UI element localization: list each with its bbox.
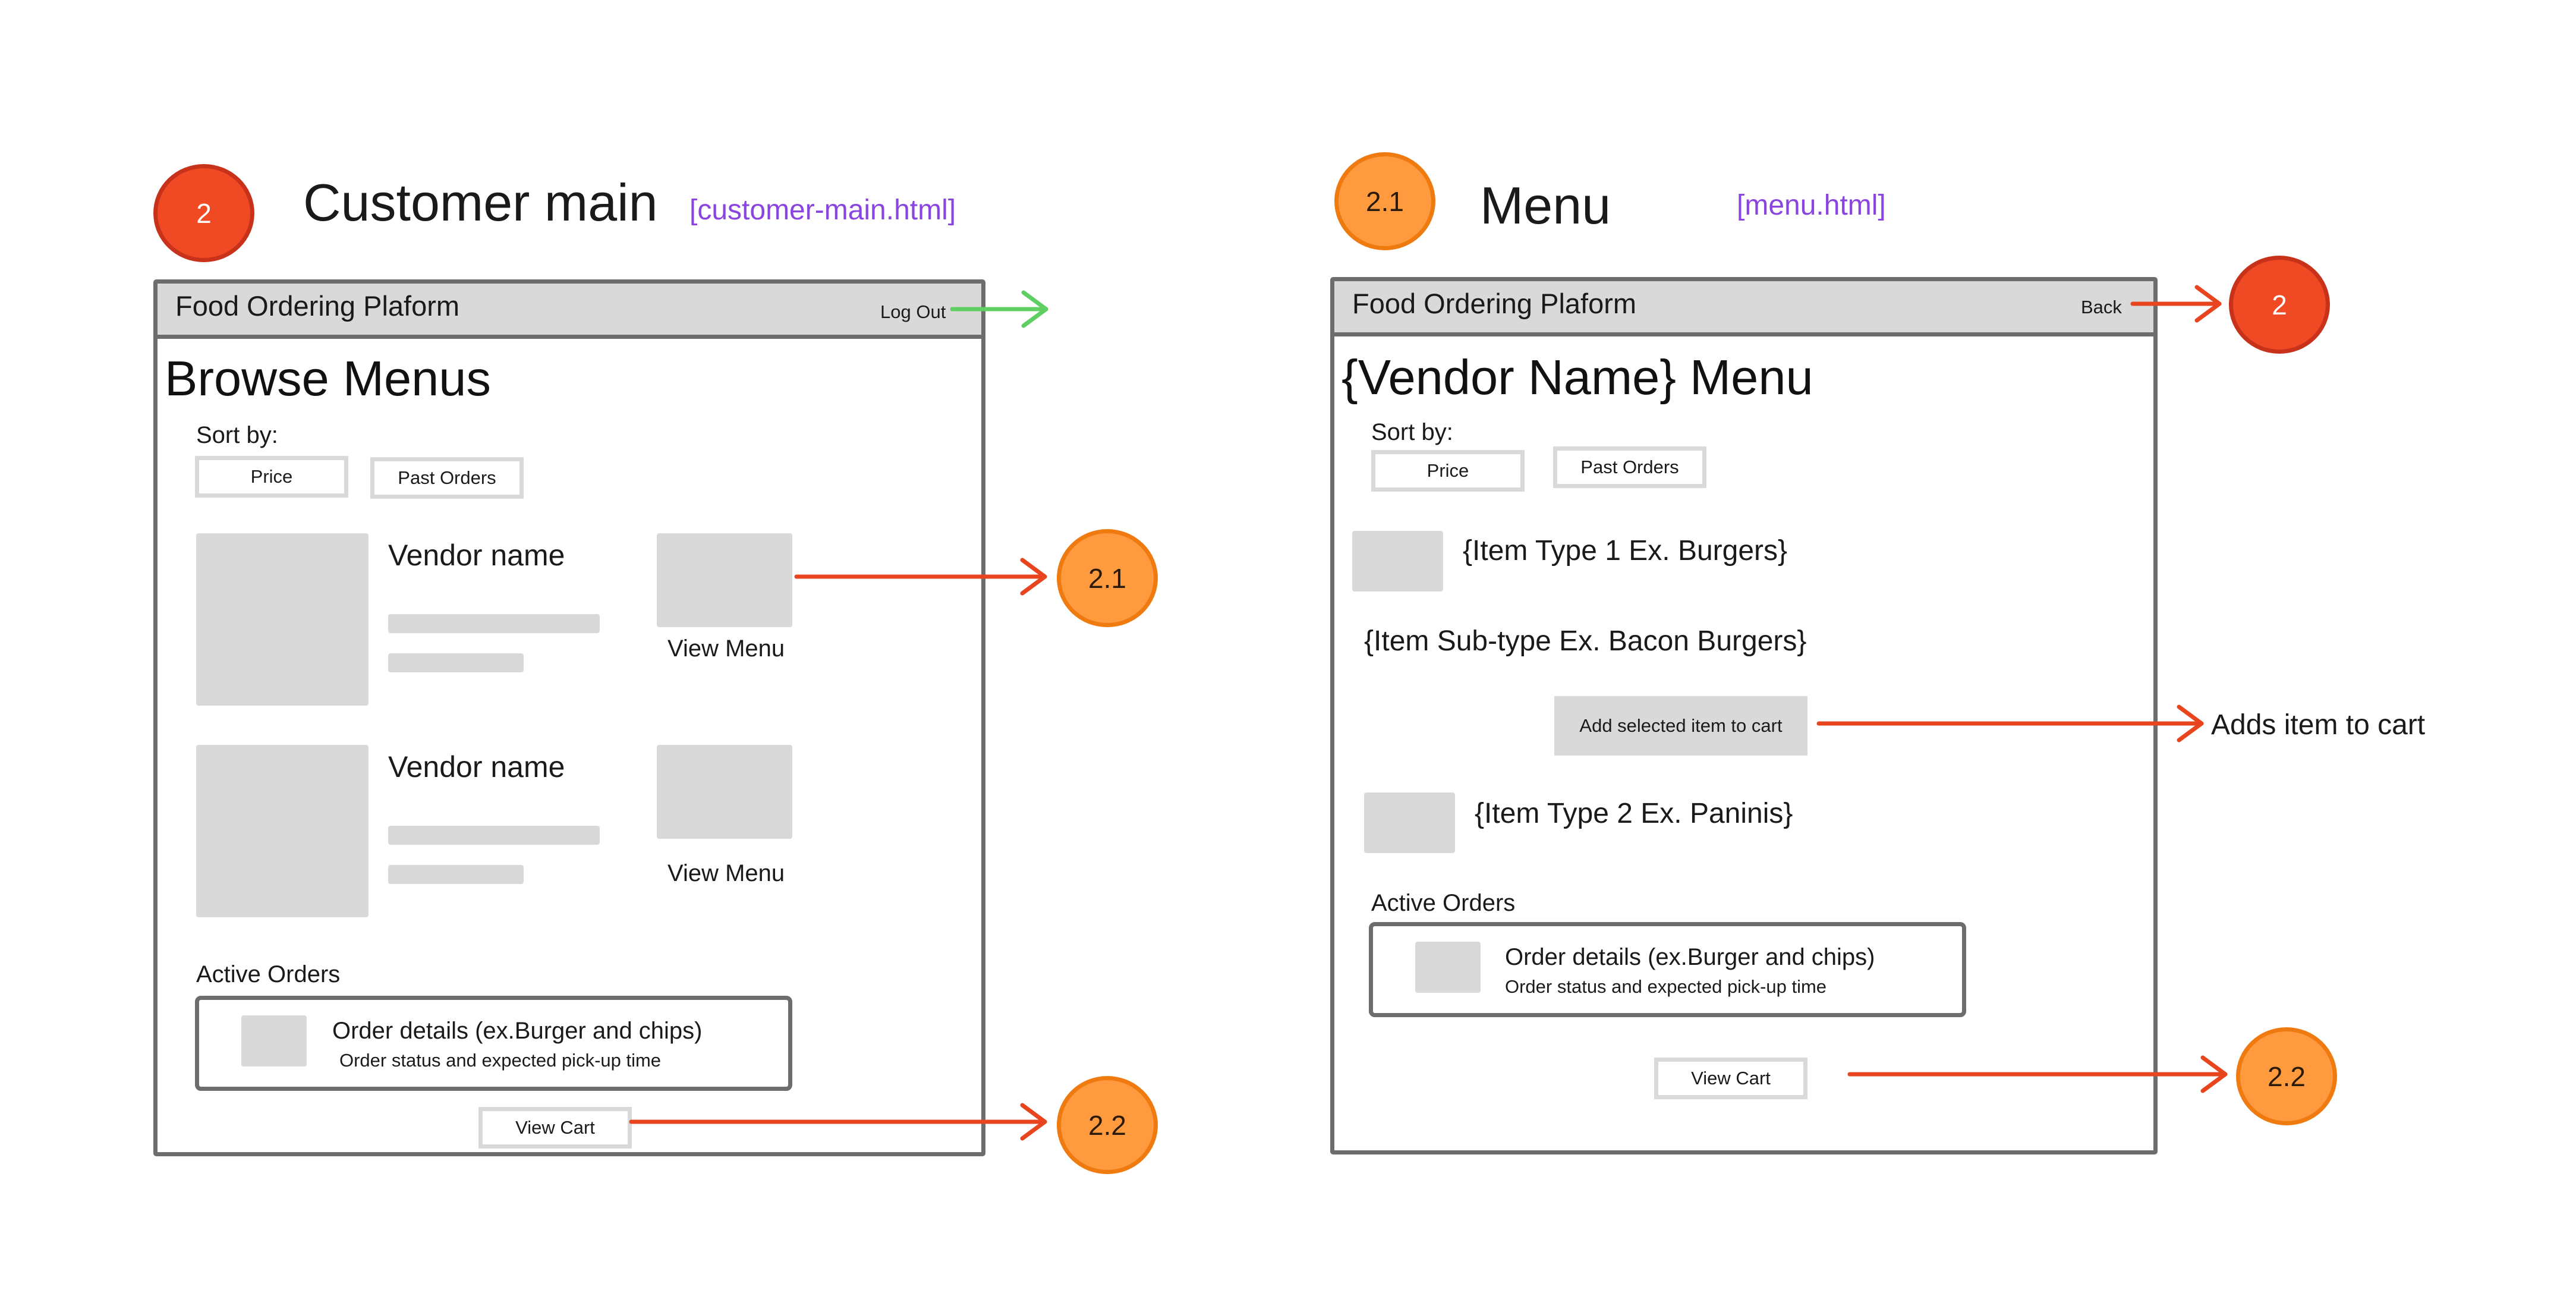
view-cart-arrow	[629, 1103, 1047, 1141]
back-target-marker-2: 2	[2229, 256, 2330, 354]
item-type-image-placeholder	[1364, 792, 1455, 853]
view-menu-link[interactable]: View Menu	[667, 860, 785, 886]
file-tag-customer-main: [customer-main.html]	[689, 194, 956, 226]
vendor-menu-heading: {Vendor Name} Menu	[1341, 350, 1813, 405]
adds-item-note: Adds item to cart	[2211, 709, 2426, 741]
vendor-text-placeholder	[388, 614, 600, 633]
screen-title-menu: Menu	[1480, 176, 1611, 235]
customer-main-topbar: Food Ordering Plaform Log Out	[158, 284, 981, 339]
customer-main-frame: Food Ordering Plaform Log Out Browse Men…	[153, 279, 985, 1156]
vendor-text-placeholder	[388, 865, 524, 884]
vendor-text-placeholder	[388, 826, 600, 845]
view-menu-link[interactable]: View Menu	[667, 636, 785, 662]
logout-arrow	[950, 290, 1048, 328]
browse-menus-heading: Browse Menus	[165, 351, 491, 406]
back-arrow	[2130, 285, 2222, 323]
view-menu-image-placeholder[interactable]	[657, 745, 792, 839]
sort-past-orders-button[interactable]: Past Orders	[1553, 446, 1706, 488]
active-orders-label: Active Orders	[196, 961, 341, 987]
vendor-image-placeholder	[196, 745, 369, 917]
view-cart-button[interactable]: View Cart	[478, 1107, 632, 1149]
sort-label: Sort by:	[1371, 419, 1453, 445]
menu-topbar: Food Ordering Plaform Back	[1334, 281, 2153, 336]
sort-price-button[interactable]: Price	[195, 456, 348, 498]
menu-view-cart-arrow	[1847, 1055, 2228, 1093]
link-marker-2-2: 2.2	[2236, 1027, 2337, 1125]
item-type-2-label: {Item Type 2 Ex. Paninis}	[1475, 798, 1793, 829]
order-details-title: Order details (ex.Burger and chips)	[1505, 944, 1875, 970]
order-status-text: Order status and expected pick-up time	[1505, 976, 1827, 997]
link-marker-2-2: 2.2	[1057, 1076, 1158, 1174]
brand-title: Food Ordering Plaform	[1352, 288, 1637, 319]
add-to-cart-arrow	[1816, 704, 2204, 743]
vendor-name: Vendor name	[388, 750, 565, 784]
active-orders-label: Active Orders	[1371, 890, 1516, 916]
order-details-title: Order details (ex.Burger and chips)	[332, 1018, 703, 1044]
active-order-card[interactable]: Order details (ex.Burger and chips) Orde…	[195, 996, 792, 1091]
item-type-1-label: {Item Type 1 Ex. Burgers}	[1463, 535, 1788, 567]
active-order-card[interactable]: Order details (ex.Burger and chips) Orde…	[1369, 922, 1966, 1017]
logout-link[interactable]: Log Out	[880, 301, 946, 322]
add-to-cart-button[interactable]: Add selected item to cart	[1554, 696, 1807, 756]
screen-marker-2-1: 2.1	[1334, 152, 1435, 250]
item-subtype-label: {Item Sub-type Ex. Bacon Burgers}	[1364, 625, 1807, 657]
view-menu-arrow	[794, 558, 1047, 596]
order-image-placeholder	[1415, 942, 1481, 993]
link-marker-2-1: 2.1	[1057, 529, 1158, 627]
item-type-image-placeholder	[1352, 531, 1443, 592]
screen-marker-2: 2	[153, 164, 254, 262]
vendor-name: Vendor name	[388, 539, 565, 572]
screen-title-customer-main: Customer main	[303, 173, 658, 232]
sort-past-orders-button[interactable]: Past Orders	[370, 457, 524, 499]
sort-label: Sort by:	[196, 422, 278, 448]
back-link[interactable]: Back	[2081, 297, 2122, 317]
view-cart-button[interactable]: View Cart	[1654, 1058, 1807, 1099]
order-status-text: Order status and expected pick-up time	[339, 1050, 662, 1071]
view-menu-image-placeholder[interactable]	[657, 533, 792, 627]
menu-frame: Food Ordering Plaform Back {Vendor Name}…	[1330, 277, 2158, 1154]
order-image-placeholder	[241, 1015, 307, 1067]
brand-title: Food Ordering Plaform	[175, 290, 460, 322]
sort-price-button[interactable]: Price	[1371, 450, 1525, 492]
file-tag-menu: [menu.html]	[1737, 190, 1886, 221]
vendor-text-placeholder	[388, 653, 524, 672]
vendor-image-placeholder	[196, 533, 369, 706]
